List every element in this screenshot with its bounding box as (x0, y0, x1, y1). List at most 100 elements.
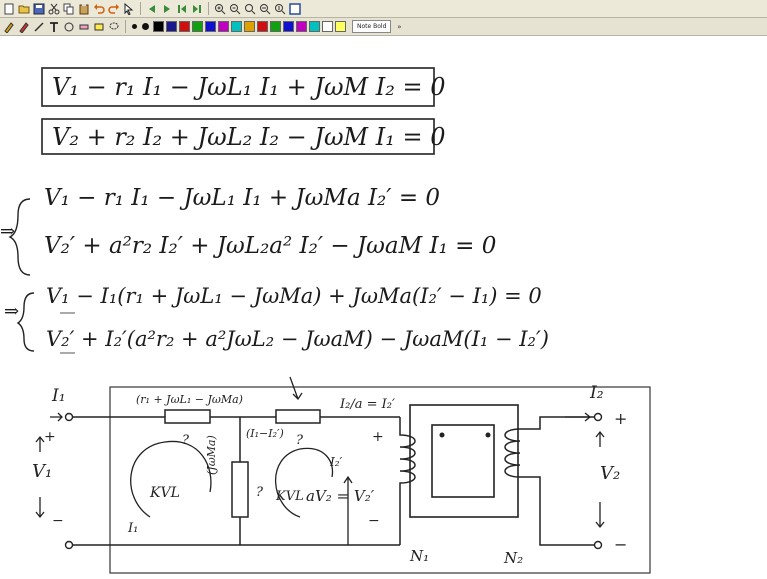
label-n2: N₂ (504, 549, 524, 567)
terminal-1-bottom (64, 540, 74, 550)
label-q3: ? (296, 433, 303, 448)
toolbar-divider (125, 20, 126, 33)
color-swatch[interactable] (270, 21, 281, 32)
label-v1: V₁ (32, 461, 53, 482)
text-tool-icon[interactable] (47, 20, 61, 34)
dropdown-icon[interactable]: » (397, 22, 402, 31)
pointer-arrow (289, 376, 303, 401)
label-z1: (r₁ + JωL₁ − JωMa) (136, 393, 243, 406)
label-imid: (I₁−I₂′) (246, 427, 284, 440)
lasso-tool-icon[interactable] (107, 20, 121, 34)
arrow-i1 (50, 412, 63, 422)
pencil-tool-icon[interactable] (17, 20, 31, 34)
arrow-i2 (565, 412, 592, 422)
color-swatch[interactable] (244, 21, 255, 32)
zoom-width-icon[interactable] (258, 2, 272, 16)
paste-icon[interactable] (77, 2, 91, 16)
color-swatch[interactable] (205, 21, 216, 32)
undo-icon[interactable] (92, 2, 106, 16)
color-swatch[interactable] (322, 21, 333, 32)
fullscreen-icon[interactable] (288, 2, 302, 16)
terminal-2-top (593, 412, 603, 422)
brace-2 (16, 292, 35, 352)
impedance-z2 (275, 409, 321, 424)
label-zm: (JωMa) (205, 435, 218, 475)
terminal-2-bottom (593, 540, 603, 550)
color-swatch[interactable] (296, 21, 307, 32)
wire-top (72, 416, 401, 427)
shape-tool-icon[interactable] (62, 20, 76, 34)
main-toolbar (0, 0, 767, 18)
dot-primary (439, 432, 445, 438)
label-i1-inner: I₁ (128, 521, 139, 536)
color-swatch[interactable] (166, 21, 177, 32)
implies-2: ⇒ (4, 301, 20, 322)
equation-2: V₂ + r₂ I₂ + JωL₂ I₂ − JωM I₁ = 0 (52, 123, 446, 151)
eraser-tool-icon[interactable] (77, 20, 91, 34)
prev-page-icon[interactable] (145, 2, 159, 16)
transformer-core-outer (409, 404, 519, 518)
impedance-shunt (231, 461, 249, 518)
zoom-page-icon[interactable] (273, 2, 287, 16)
label-i2-prime: I₂′ (330, 455, 343, 469)
color-swatch[interactable] (283, 21, 294, 32)
label-plus-right: + (614, 409, 628, 428)
label-v2: V₂ (600, 463, 621, 484)
arrow-v2-prime (343, 475, 353, 545)
color-swatch[interactable] (192, 21, 203, 32)
impedance-z1 (164, 409, 211, 424)
label-i2: I₂ (590, 383, 604, 403)
equation-6: V₂′ + I₂′(a²r₂ + a²JωL₂ − JωaM) − JωaM(I… (46, 327, 549, 351)
equation-4: V₂′ + a²r₂ I₂′ + JωL₂a² I₂′ − JωaM I₁ = … (44, 233, 497, 259)
whiteboard-canvas[interactable]: V₁ − r₁ I₁ − JωL₁ I₁ + JωM I₂ = 0 V₂ + r… (0, 37, 767, 579)
label-q1: ? (182, 433, 189, 448)
kvl-loop-left (130, 440, 212, 518)
last-page-icon[interactable] (190, 2, 204, 16)
highlighter-tool-icon[interactable] (92, 20, 106, 34)
color-swatch[interactable] (218, 21, 229, 32)
label-plus-left: + (44, 429, 56, 445)
label-plus-mid: + (372, 429, 384, 445)
label-av2: aV₂ = V₂′ (306, 487, 375, 505)
pen-tool-icon[interactable] (2, 20, 16, 34)
pen-size-large[interactable] (142, 23, 149, 30)
label-minus-mid: − (368, 513, 380, 529)
zoom-out-icon[interactable] (228, 2, 242, 16)
open-icon[interactable] (17, 2, 31, 16)
color-swatch[interactable] (257, 21, 268, 32)
color-palette (152, 21, 347, 32)
copy-icon[interactable] (62, 2, 76, 16)
terminal-1-top (64, 412, 74, 422)
label-i1: I₁ (52, 386, 66, 406)
secondary-winding (504, 428, 521, 478)
color-swatch[interactable] (335, 21, 346, 32)
arrow-icon[interactable] (122, 2, 136, 16)
color-swatch[interactable] (153, 21, 164, 32)
first-page-icon[interactable] (175, 2, 189, 16)
label-kvl-left: KVL (150, 485, 180, 501)
wire-secondary (520, 416, 595, 546)
dot-secondary (485, 432, 491, 438)
new-page-icon[interactable] (2, 2, 16, 16)
cut-icon[interactable] (47, 2, 61, 16)
label-kvl-right: KVL (276, 489, 304, 504)
equation-1: V₁ − r₁ I₁ − JωL₁ I₁ + JωM I₂ = 0 (52, 73, 446, 101)
toolbar-divider (208, 2, 209, 15)
zoom-fit-icon[interactable] (243, 2, 257, 16)
line-tool-icon[interactable] (32, 20, 46, 34)
save-icon[interactable] (32, 2, 46, 16)
font-selector[interactable]: Note Bold (352, 20, 392, 33)
implies-1: ⇒ (0, 221, 16, 242)
color-swatch[interactable] (231, 21, 242, 32)
zoom-in-icon[interactable] (213, 2, 227, 16)
eq2-box (41, 118, 435, 155)
pen-size-small[interactable] (132, 24, 137, 29)
next-page-icon[interactable] (160, 2, 174, 16)
color-swatch[interactable] (309, 21, 320, 32)
transformer-core-inner (431, 424, 495, 498)
redo-icon[interactable] (107, 2, 121, 16)
eq1-box (41, 67, 435, 107)
kvl-loop-right (275, 447, 334, 518)
color-swatch[interactable] (179, 21, 190, 32)
brace-1 (8, 198, 31, 276)
